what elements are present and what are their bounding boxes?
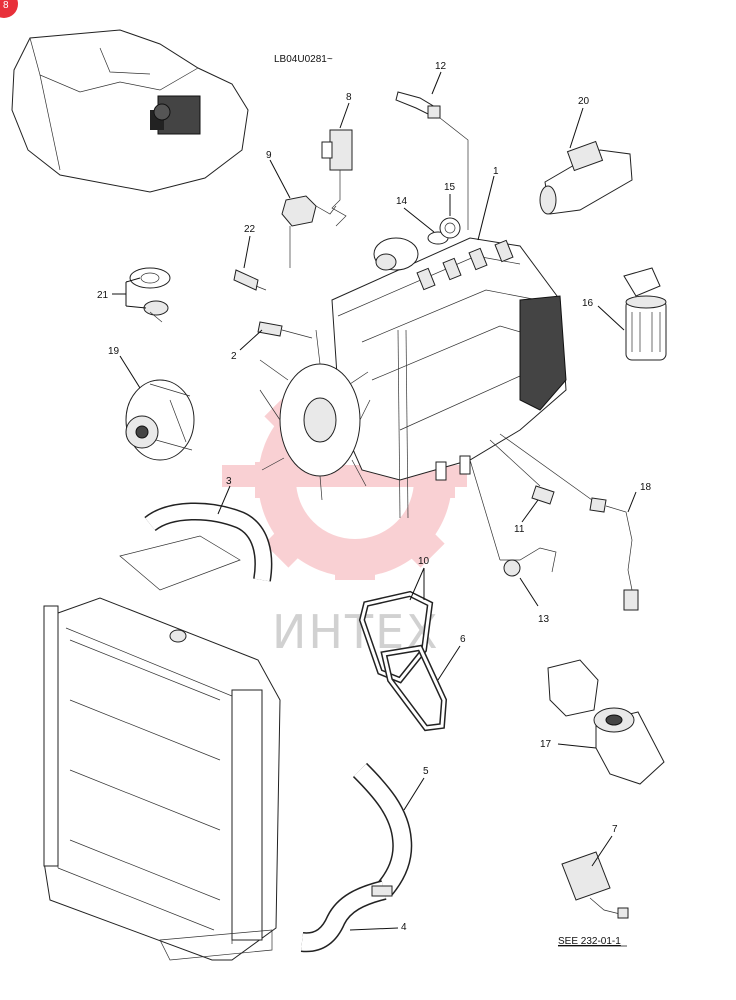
part-1-engine[interactable] xyxy=(331,237,567,519)
see-reference-label[interactable]: SEE 232-01-1 xyxy=(558,936,621,947)
callout-14[interactable]: 14 xyxy=(396,196,408,207)
callout-15[interactable]: 15 xyxy=(444,182,456,193)
callout-3[interactable]: 3 xyxy=(226,476,232,487)
callout-12[interactable]: 12 xyxy=(435,61,447,72)
serial-code-label: LB04U0281~ xyxy=(274,54,333,65)
callout-1[interactable]: 1 xyxy=(493,166,499,177)
part-15-seal[interactable] xyxy=(439,217,461,239)
corner-badge: 8 xyxy=(0,0,18,18)
callout-7[interactable]: 7 xyxy=(612,824,618,835)
callout-labels: 1 2 3 4 5 6 7 8 9 10 11 12 13 14 15 16 1… xyxy=(97,61,652,933)
mini-engine-icon xyxy=(150,95,201,135)
part-12-sensor[interactable] xyxy=(395,91,441,119)
callout-16[interactable]: 16 xyxy=(582,298,594,309)
callout-8[interactable]: 8 xyxy=(346,92,352,103)
part-10-belt[interactable] xyxy=(358,590,434,684)
part-3-hose[interactable] xyxy=(144,502,273,582)
part-20-starter[interactable] xyxy=(539,140,633,215)
callout-17[interactable]: 17 xyxy=(540,739,552,750)
radiator xyxy=(43,597,281,961)
part-21-thermostat[interactable] xyxy=(129,267,171,323)
callout-18[interactable]: 18 xyxy=(640,482,652,493)
callout-9[interactable]: 9 xyxy=(266,150,272,161)
part-9-pump[interactable] xyxy=(281,195,337,268)
callout-2[interactable]: 2 xyxy=(231,351,237,362)
callout-20[interactable]: 20 xyxy=(578,96,590,107)
part-7-controller[interactable] xyxy=(561,851,629,919)
callout-21[interactable]: 21 xyxy=(97,290,109,301)
part-6-belt[interactable] xyxy=(380,644,448,732)
part-13-harness[interactable] xyxy=(500,547,557,577)
callout-11[interactable]: 11 xyxy=(514,524,525,535)
callout-19[interactable]: 19 xyxy=(108,346,120,357)
part-8-valve[interactable] xyxy=(321,129,353,227)
callout-6[interactable]: 6 xyxy=(460,634,466,645)
leader-lines xyxy=(112,71,637,931)
part-22-sensor[interactable] xyxy=(233,269,267,291)
callout-22[interactable]: 22 xyxy=(244,224,256,235)
callout-13[interactable]: 13 xyxy=(538,614,550,625)
cooling-fan xyxy=(259,329,371,501)
part-2-sensor[interactable] xyxy=(257,321,313,339)
callout-4[interactable]: 4 xyxy=(401,922,407,933)
part-5-hose[interactable] xyxy=(352,762,413,897)
callout-10[interactable]: 10 xyxy=(418,556,430,567)
corner-badge-text: 8 xyxy=(3,0,9,11)
callout-5[interactable]: 5 xyxy=(423,766,429,777)
part-19-alternator[interactable] xyxy=(125,379,195,461)
part-16-filter[interactable] xyxy=(623,267,667,361)
machine-overview xyxy=(11,29,249,193)
part-17-filter[interactable] xyxy=(547,659,665,785)
part-11-sensor[interactable] xyxy=(531,485,555,505)
part-4-hose[interactable] xyxy=(300,880,393,953)
part-18-sensor[interactable] xyxy=(589,497,639,611)
